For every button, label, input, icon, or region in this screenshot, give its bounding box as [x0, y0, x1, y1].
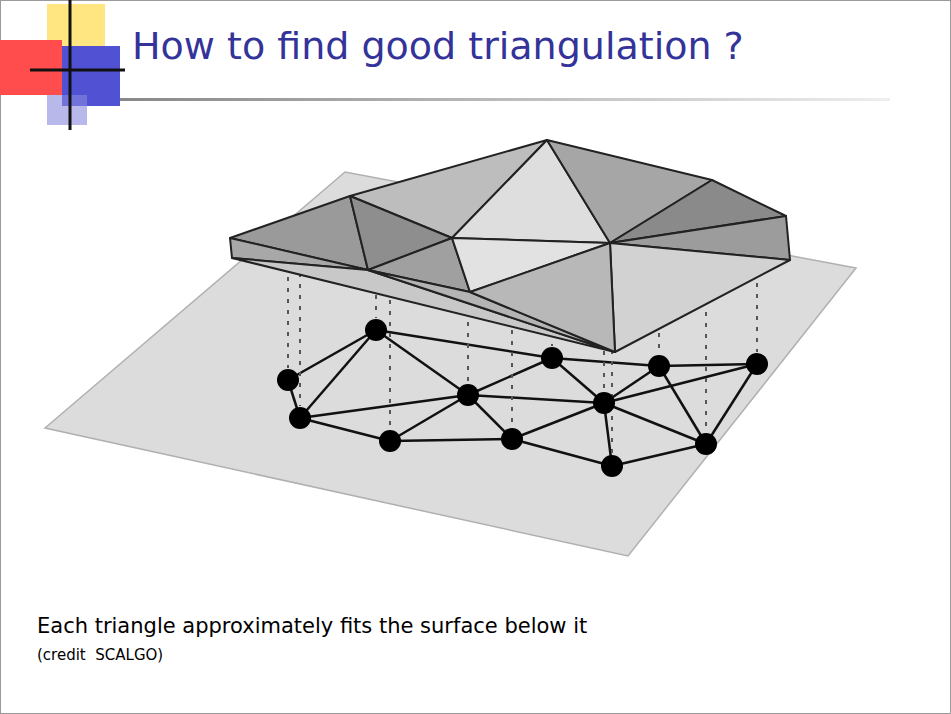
mesh-edge	[512, 403, 604, 439]
mesh-edge	[376, 330, 468, 395]
mesh-edge	[390, 439, 512, 441]
sample-point	[541, 347, 563, 369]
logo-square	[0, 40, 62, 95]
sample-point	[277, 369, 299, 391]
mesh-edge	[612, 444, 706, 466]
drop-line	[511, 330, 513, 427]
sample-point	[457, 384, 479, 406]
logo-line	[69, 0, 72, 130]
slide-caption: Each triangle approximately fits the sur…	[37, 614, 587, 638]
mesh-edge	[300, 395, 468, 418]
mesh-edge	[552, 358, 659, 366]
mesh-edge	[300, 418, 390, 441]
sample-point	[379, 430, 401, 452]
sample-points	[277, 319, 768, 477]
mesh-edge	[300, 330, 376, 418]
slide-title: How to find good triangulation ?	[132, 24, 744, 68]
mesh-edge	[706, 364, 757, 444]
tin-surface	[230, 140, 790, 352]
sample-point	[593, 392, 615, 414]
surface-triangle	[610, 243, 790, 352]
mesh-edge	[512, 439, 612, 466]
sample-point	[501, 428, 523, 450]
mesh-edge	[468, 395, 604, 403]
sample-point	[289, 407, 311, 429]
mesh-edge	[659, 364, 757, 366]
title-rule	[120, 98, 890, 101]
drop-line	[299, 262, 301, 406]
drop-line	[705, 290, 707, 432]
mesh-edge	[376, 330, 552, 358]
mesh-edge	[288, 330, 376, 380]
planar-mesh	[288, 330, 757, 466]
mesh-edge	[390, 395, 468, 441]
sample-point	[365, 319, 387, 341]
logo-square	[47, 95, 87, 125]
logo-line	[30, 69, 125, 72]
sample-point	[746, 353, 768, 375]
drop-line	[389, 300, 391, 429]
mesh-edge	[604, 364, 757, 403]
surface-triangle	[470, 243, 615, 352]
mesh-edge	[659, 366, 706, 444]
mesh-edge	[604, 403, 706, 444]
logo-square	[47, 4, 105, 46]
sample-point	[648, 355, 670, 377]
mesh-edge	[468, 358, 552, 395]
sample-point	[601, 455, 623, 477]
sample-point	[695, 433, 717, 455]
credit-note: (credit SCALGO)	[37, 646, 163, 664]
